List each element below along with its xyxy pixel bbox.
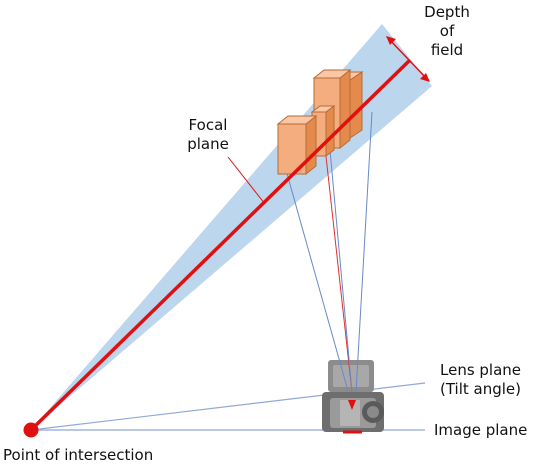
intersection-label: Point of intersection	[3, 446, 154, 464]
focal-label-line2: plane	[187, 135, 229, 153]
projection-line-left	[285, 169, 349, 392]
focal-plane-line	[29, 58, 412, 432]
lens-label-line1: Lens plane	[440, 361, 522, 379]
image-plane-label: Image plane	[434, 421, 528, 439]
focal-plane-label: Focal plane	[176, 116, 240, 154]
projection-line-right	[355, 111, 373, 393]
focal-plane-leader	[227, 156, 266, 205]
lens-plane-label: Lens plane (Tilt angle)	[440, 361, 521, 399]
depth-of-field-arrow	[386, 36, 430, 82]
object-box-front	[276, 114, 318, 176]
depth-label-line2: of	[439, 22, 455, 40]
depth-of-field-label: Depth of field	[412, 3, 482, 60]
projection-line-mid	[321, 119, 353, 393]
lens-label-line2: (Tilt angle)	[440, 380, 522, 398]
depth-label-line3: field	[430, 41, 464, 59]
camera	[322, 360, 384, 432]
depth-label-line1: Depth	[424, 3, 470, 21]
intersection-point	[23, 422, 39, 438]
projection-line-back	[329, 149, 353, 393]
focal-label-line1: Focal	[188, 116, 228, 134]
sensor-marker	[348, 400, 356, 410]
